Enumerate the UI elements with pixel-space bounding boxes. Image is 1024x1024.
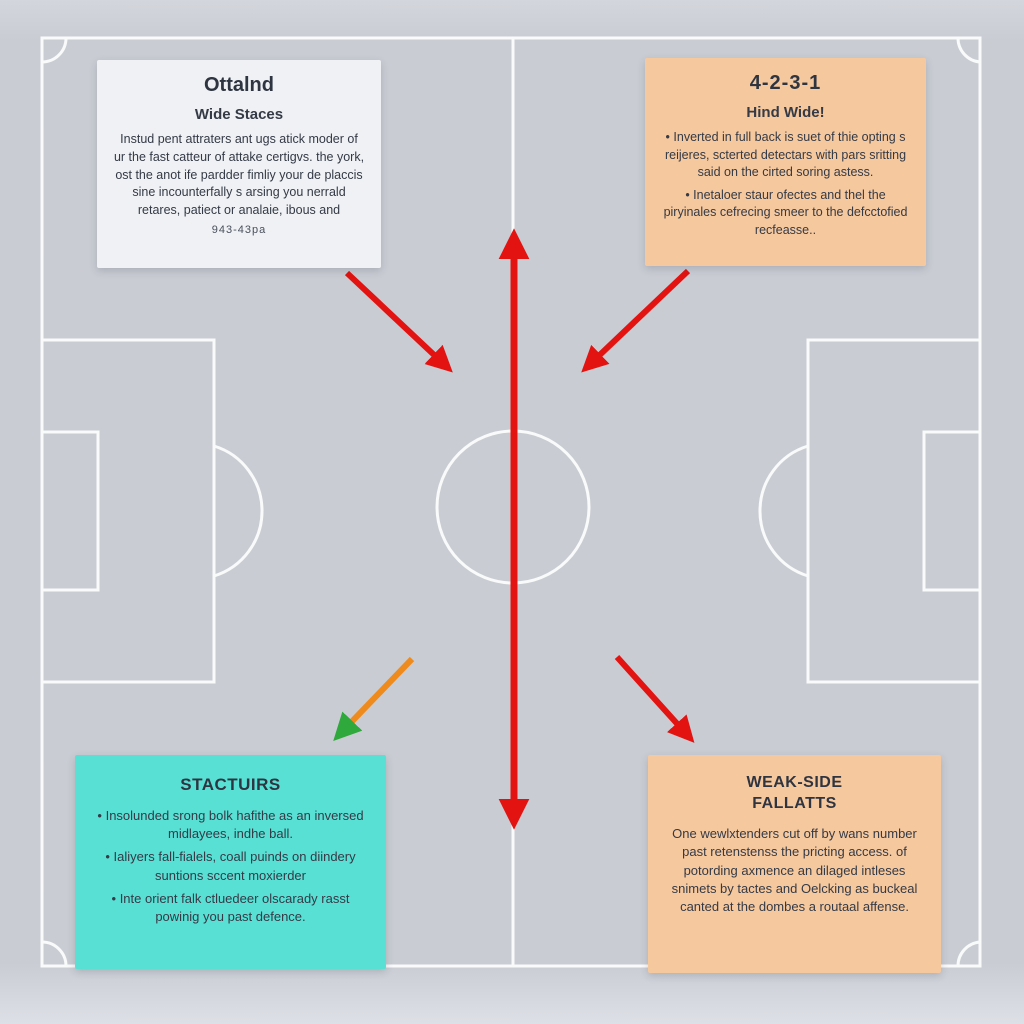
callout-title: 4-2-3-1 [749, 72, 822, 94]
callout-subtitle: Hind Wide! [746, 104, 825, 121]
callout-bullet-list: Insolunded srong bolk hafithe as an inve… [91, 807, 370, 926]
arrows-group [333, 228, 695, 830]
bullet-item: Inverted in full back is suet of thie op… [661, 129, 910, 182]
top-left-to-center-arrow [344, 270, 453, 373]
callout-title: Ottalnd [204, 74, 274, 96]
corner-arc-bottom-right [956, 940, 981, 967]
callout-footnote: 943-43pa [211, 223, 267, 236]
corner-arc-top-left [41, 37, 68, 64]
callout-top-right: 4-2-3-1 Hind Wide! Inverted in full back… [645, 58, 926, 266]
left-goal-area [40, 430, 100, 592]
bottom-right-arrow [614, 654, 695, 743]
callout-title: WEAK-SIDE FALLATTS [746, 774, 843, 812]
callout-body-text: One wewlxtenders cut off by wans number … [671, 825, 918, 915]
corner-arc-bottom-left [41, 940, 68, 967]
bullet-item: Inte orient falk ctluedeer olscarady ras… [91, 890, 370, 926]
left-penalty-arc [213, 444, 264, 578]
bullet-item: Ialiyers fall-fialels, coall puinds on d… [91, 848, 370, 884]
callout-top-left: Ottalnd Wide Staces Instud pent attrater… [97, 60, 381, 268]
right-goal-area [922, 430, 982, 592]
bullet-item: Inetaloer staur ofectes and thel the pir… [661, 187, 910, 240]
right-penalty-arc [758, 444, 809, 578]
callout-bullet-list: Inverted in full back is suet of thie op… [661, 129, 910, 239]
left-penalty-area [40, 338, 216, 684]
bottom-left-arrow [333, 656, 415, 741]
top-right-to-center-arrow [581, 268, 691, 373]
callout-body-text: Instud pent attraters ant ugs atick mode… [113, 132, 365, 217]
callout-subtitle: Wide Staces [194, 106, 284, 123]
corner-arc-top-right [956, 37, 981, 64]
callout-bottom-left: STACTUIRS Insolunded srong bolk hafithe … [75, 755, 386, 969]
callout-bottom-right: WEAK-SIDE FALLATTS One wewlxtenders cut … [648, 755, 941, 973]
callout-title: STACTUIRS [180, 775, 281, 794]
bullet-item: Insolunded srong bolk hafithe as an inve… [91, 807, 370, 843]
right-penalty-area [806, 338, 982, 684]
